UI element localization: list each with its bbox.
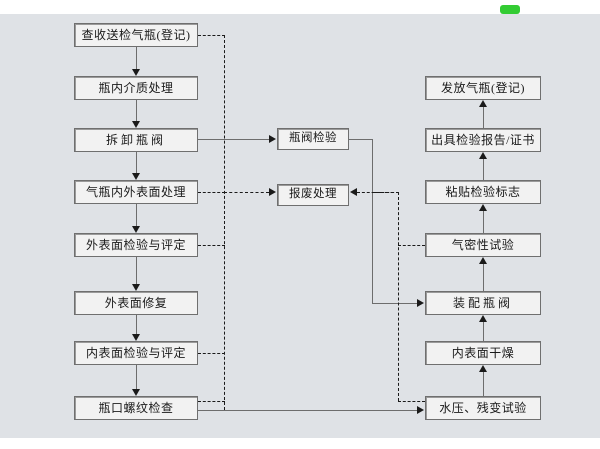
connector-n3-m1 <box>198 139 269 140</box>
arrowhead-m1-r5 <box>417 299 424 307</box>
connector-n5-n6 <box>136 257 137 284</box>
dashed-r4-trunk <box>398 245 425 246</box>
connector-r7-r6 <box>483 372 484 396</box>
arrowhead-r7-r6 <box>479 365 487 372</box>
connector-m1-r5 <box>372 303 417 304</box>
node-surface-treatment[interactable]: 气瓶内外表面处理 <box>74 180 198 204</box>
arrowhead-n7-n8 <box>132 389 140 396</box>
dashed-r7-trunk <box>398 401 425 402</box>
node-thread-check[interactable]: 瓶口螺纹检查 <box>74 396 198 420</box>
arrowhead-r3-r2 <box>479 152 487 159</box>
node-issue-cylinder[interactable]: 发放气瓶(登记) <box>425 76 541 100</box>
node-exterior-repair[interactable]: 外表面修复 <box>74 291 198 315</box>
connector-n6-n7 <box>136 315 137 334</box>
node-remove-valve[interactable]: 拆卸瓶阀 <box>74 128 198 152</box>
arrowhead-n4-n5 <box>132 226 140 233</box>
connector-m1-out <box>349 139 372 140</box>
connector-m1-down <box>372 139 373 303</box>
dashed-right-trunk <box>398 192 399 401</box>
arrowhead-n6-n7 <box>132 334 140 341</box>
node-valve-inspection[interactable]: 瓶阀检验 <box>277 128 349 150</box>
node-receive-cylinder[interactable]: 查收送检气瓶(登记) <box>74 23 198 47</box>
connector-r6-r5 <box>483 322 484 341</box>
node-interior-inspection[interactable]: 内表面检验与评定 <box>74 341 198 365</box>
dashed-trunk-m2 <box>224 192 269 193</box>
connector-r4-r3 <box>483 211 484 233</box>
connector-n1-n2 <box>136 47 137 69</box>
node-interior-drying[interactable]: 内表面干燥 <box>425 341 541 365</box>
connector-n2-n3 <box>136 100 137 121</box>
watermark-badge-icon <box>500 5 520 14</box>
connector-r3-r2 <box>483 159 484 180</box>
dashed-n7-trunk <box>198 353 225 354</box>
node-hydraulic-test[interactable]: 水压、残变试验 <box>425 396 541 420</box>
node-medium-treatment[interactable]: 瓶内介质处理 <box>74 76 198 100</box>
node-issue-report[interactable]: 出具检验报告/证书 <box>425 128 541 152</box>
arrowhead-right-trunk-m2 <box>350 188 357 196</box>
arrowhead-r5-r4 <box>479 257 487 264</box>
dashed-n1-out <box>198 35 225 36</box>
dashed-n5-trunk <box>198 245 225 246</box>
arrowhead-n5-n6 <box>132 284 140 291</box>
dashed-n8-trunk <box>198 401 225 402</box>
connector-n8-r7 <box>198 410 417 411</box>
connector-r5-r4 <box>483 264 484 291</box>
node-attach-label[interactable]: 粘贴检验标志 <box>425 180 541 204</box>
arrowhead-n1-n2 <box>132 69 140 76</box>
dashed-n4-trunk <box>198 192 225 193</box>
arrowhead-r2-r1 <box>479 100 487 107</box>
connector-n7-n8 <box>136 365 137 389</box>
node-scrap-handling[interactable]: 报废处理 <box>277 184 349 206</box>
node-exterior-inspection[interactable]: 外表面检验与评定 <box>74 233 198 257</box>
node-airtightness-test[interactable]: 气密性试验 <box>425 233 541 257</box>
arrowhead-n3-n4 <box>132 173 140 180</box>
arrowhead-r6-r5 <box>479 315 487 322</box>
dashed-left-trunk <box>224 35 225 410</box>
arrowhead-trunk-m2 <box>269 188 276 196</box>
connector-r2-r1 <box>483 107 484 128</box>
arrowhead-n3-m1 <box>269 135 276 143</box>
arrowhead-n2-n3 <box>132 121 140 128</box>
connector-n4-n5 <box>136 204 137 226</box>
arrowhead-n8-r7 <box>417 406 424 414</box>
connector-n3-n4 <box>136 152 137 173</box>
node-assemble-valve[interactable]: 装配瓶阀 <box>425 291 541 315</box>
dashed-r3-hook <box>374 192 399 193</box>
arrowhead-r4-r3 <box>479 204 487 211</box>
